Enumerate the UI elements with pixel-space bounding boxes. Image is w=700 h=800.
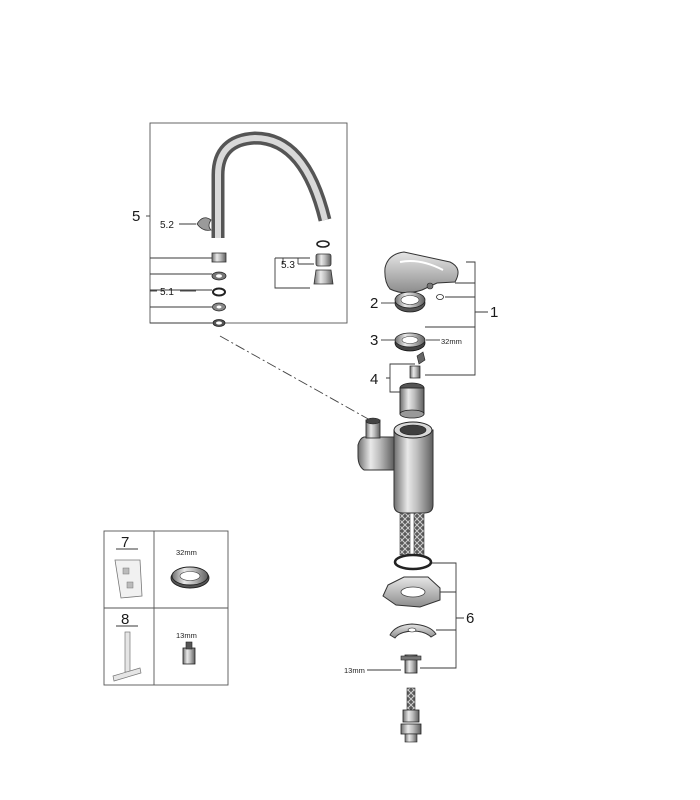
cover-ring xyxy=(394,291,426,313)
spout-clip-part xyxy=(196,217,212,231)
dimension-13mm-nut: 13mm xyxy=(344,666,365,675)
spout-seal-stack xyxy=(211,252,227,327)
tool-8-nut-13mm xyxy=(182,641,196,665)
tools-table xyxy=(103,530,229,686)
dimension-32mm-tool: 32mm xyxy=(176,548,197,557)
label-4: 4 xyxy=(370,371,378,388)
label-7: 7 xyxy=(121,534,129,551)
connection-dashline xyxy=(219,335,371,421)
label-2: 2 xyxy=(370,295,378,312)
aerator-parts xyxy=(313,240,334,285)
tool-7-nut-32mm xyxy=(170,566,210,589)
supply-hoses xyxy=(399,512,425,556)
label-3: 3 xyxy=(370,332,378,349)
label-5-2: 5.2 xyxy=(160,220,174,231)
hose-ends xyxy=(400,687,422,743)
label-5: 5 xyxy=(132,208,140,225)
cartridge-nut xyxy=(394,332,426,352)
fixing-set xyxy=(382,553,441,674)
dimension-13mm-tool: 13mm xyxy=(176,631,197,640)
tool-8-wrench xyxy=(112,631,142,682)
label-5-1: 5.1 xyxy=(160,287,174,298)
label-8: 8 xyxy=(121,611,129,628)
cartridge xyxy=(399,351,426,419)
spout-assembly-box xyxy=(149,122,348,327)
dimension-32mm-nut: 32mm xyxy=(441,337,462,346)
spout-pipe xyxy=(211,131,332,238)
faucet-body xyxy=(357,417,434,514)
handle-lever xyxy=(384,251,459,300)
label-5-3: 5.3 xyxy=(281,260,295,271)
tool-7-socket-key xyxy=(114,559,143,599)
right-leaders xyxy=(367,261,488,671)
label-6: 6 xyxy=(466,610,474,627)
label-1: 1 xyxy=(490,304,498,321)
